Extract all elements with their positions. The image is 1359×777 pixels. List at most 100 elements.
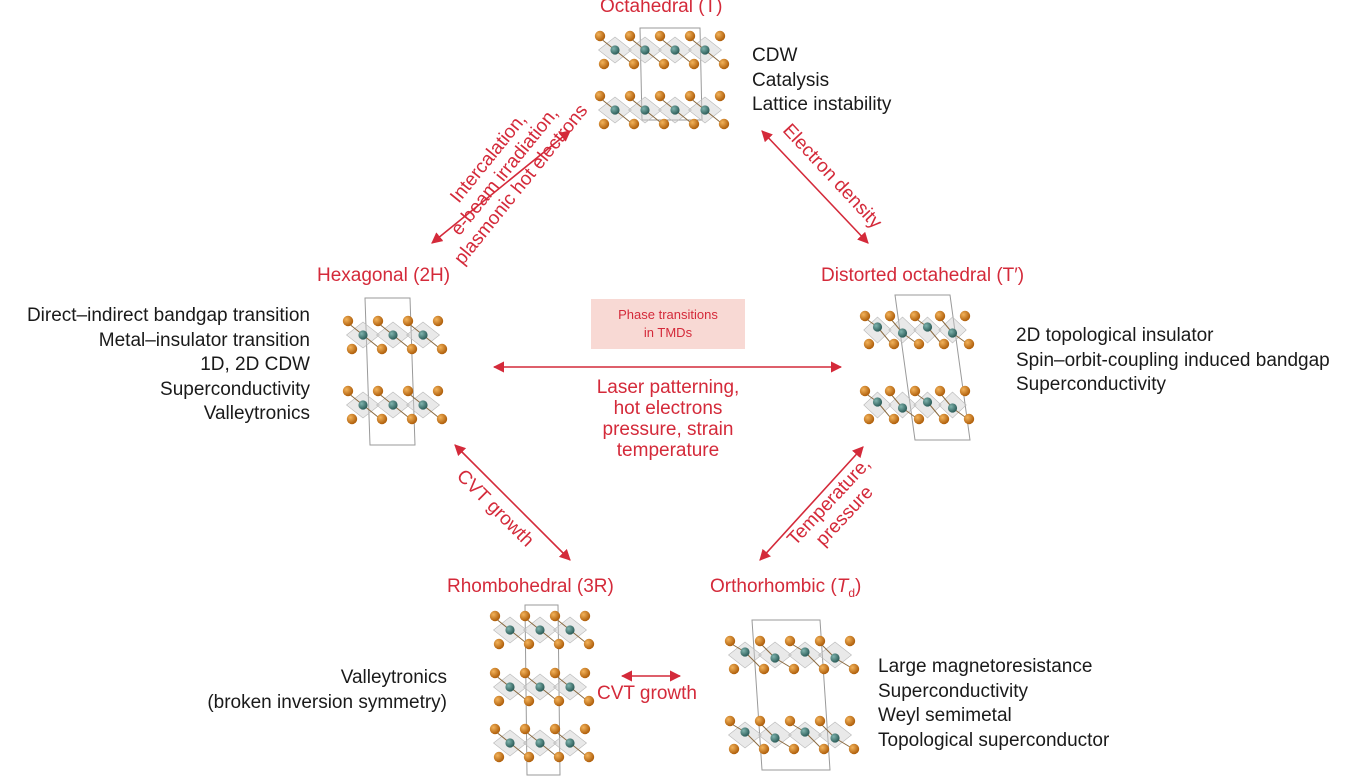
metal-atom [800,727,810,737]
chalcogen-atom [519,610,531,622]
chalcogen-atom [346,343,358,355]
chalcogen-atom [436,343,448,355]
metal-atom [897,328,908,338]
chalcogen-atom [718,118,730,130]
orthorhombic-title-close: ) [855,576,862,597]
metal-atom [358,400,368,410]
arrow-dist-ortho [759,446,864,561]
property-item: Superconductivity [878,680,1028,702]
property-item: Catalysis [752,69,830,91]
chalcogen-atom [553,695,565,707]
chalcogen-atom [754,715,766,727]
metal-atom [418,400,428,410]
chalcogen-atom [549,610,561,622]
orthorhombic-properties: Large magnetoresistance Superconductivit… [878,655,1109,753]
transition-line: Laser patterning, [596,377,740,398]
property-item: Large magnetoresistance [878,656,1093,677]
chalcogen-atom [519,667,531,679]
property-item: Valleytronics [340,667,447,688]
metal-atom [565,738,575,748]
chalcogen-atom [624,90,636,102]
chalcogen-atom [342,385,354,397]
metal-atom [830,733,840,743]
chalcogen-atom [402,315,414,327]
chalcogen-atom [346,413,358,425]
metal-atom [535,682,545,692]
chalcogen-atom [848,663,860,675]
chalcogen-atom [959,385,971,397]
metal-atom [872,397,883,407]
property-item: Direct–indirect bandgap transition [26,305,310,326]
orthorhombic-title-sub: d [848,585,855,600]
chalcogen-atom [934,310,946,322]
chalcogen-atom [553,638,565,650]
chalcogen-atom [714,90,726,102]
chalcogen-atom [888,413,900,425]
orthorhombic-title: Orthorhombic (Td) [710,576,861,600]
arrow-hex-rhombo [454,444,571,561]
chalcogen-atom [814,715,826,727]
orthorhombic-structure [724,619,860,771]
chalcogen-atom [624,30,636,42]
chalcogen-atom [432,315,444,327]
distorted-structure [859,294,975,441]
center-box-line: Phase transitions [618,307,718,322]
metal-atom [670,45,680,55]
metal-atom [565,682,575,692]
metal-atom [565,625,575,635]
metal-atom [947,403,958,413]
rhombo-ortho-transition-label: CVT growth [597,683,697,704]
chalcogen-atom [963,338,975,350]
chalcogen-atom [884,385,896,397]
rhombohedral-properties: Valleytronics (broken inversion symmetry… [207,666,447,715]
property-item: 1D, 2D CDW [200,354,310,375]
metal-atom [418,330,428,340]
chalcogen-atom [432,385,444,397]
transition-line: hot electrons [613,398,723,419]
chalcogen-atom [909,310,921,322]
arrow-oct-dist [761,130,869,244]
chalcogen-atom [688,58,700,70]
metal-atom [770,733,780,743]
chalcogen-atom [489,723,501,735]
metal-atom [922,397,933,407]
chalcogen-atom [784,715,796,727]
metal-atom [670,105,680,115]
metal-atom [770,653,780,663]
chalcogen-atom [724,715,736,727]
chalcogen-atom [938,338,950,350]
chalcogen-atom [913,338,925,350]
chalcogen-atom [342,315,354,327]
chalcogen-atom [714,30,726,42]
property-item: Lattice instability [752,94,892,115]
chalcogen-atom [909,385,921,397]
chalcogen-atom [658,58,670,70]
chalcogen-atom [728,663,740,675]
metal-atom [388,330,398,340]
chalcogen-atom [594,90,606,102]
property-item: Topological superconductor [878,729,1110,751]
rhombohedral-structure [489,604,595,776]
metal-atom [947,328,958,338]
chalcogen-atom [553,751,565,763]
chalcogen-atom [523,638,535,650]
chalcogen-atom [863,413,875,425]
chalcogen-atom [628,118,640,130]
chalcogen-atom [406,413,418,425]
chalcogen-atom [814,635,826,647]
chalcogen-atom [884,310,896,322]
chalcogen-atom [758,743,770,755]
chalcogen-atom [493,751,505,763]
metal-atom [897,403,908,413]
chalcogen-atom [784,635,796,647]
chalcogen-atom [754,635,766,647]
rhombohedral-title: Rhombohedral (3R) [447,576,614,597]
chalcogen-atom [818,663,830,675]
chalcogen-atom [654,90,666,102]
center-title-box: Phase transitions in TMDs [591,299,745,349]
hexagonal-structure [342,297,448,446]
metal-atom [922,322,933,332]
chalcogen-atom [372,385,384,397]
